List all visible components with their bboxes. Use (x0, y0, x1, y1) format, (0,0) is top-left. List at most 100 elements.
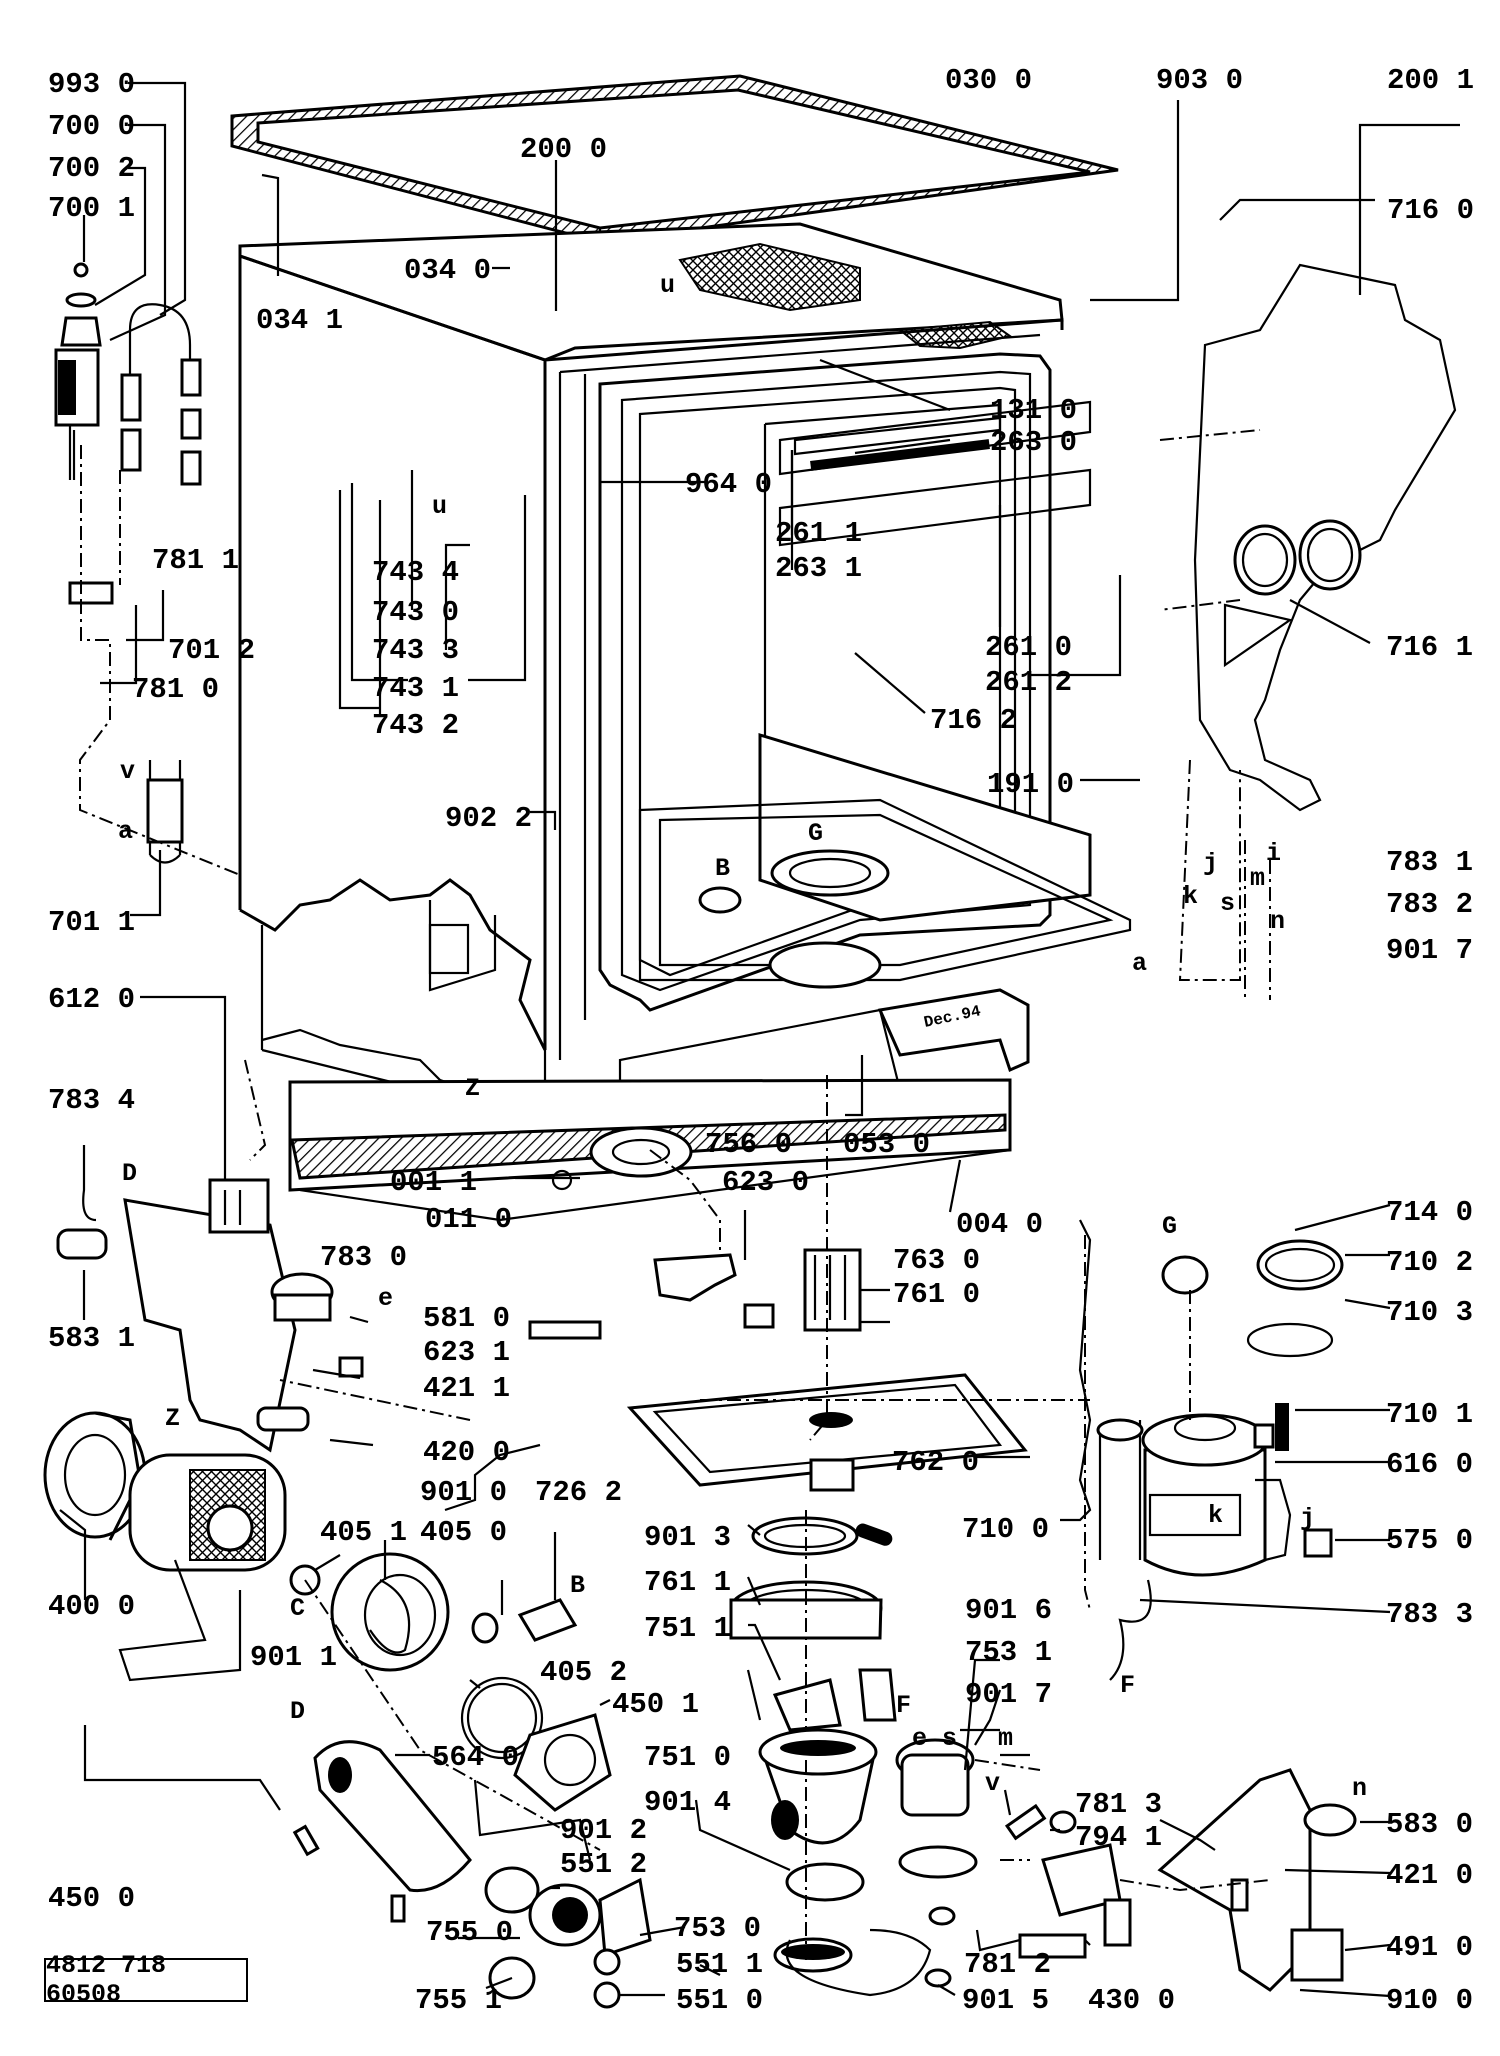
letter-e-valve: e (912, 1724, 927, 1753)
letter-k-softener: k (1208, 1501, 1223, 1530)
letter-m-valve: m (998, 1724, 1013, 1753)
letter-d-sensor: D (122, 1159, 137, 1188)
label-261-1: 261 1 (775, 517, 862, 550)
letter-j-panel: j (1203, 849, 1218, 878)
label-756-0: 756 0 (705, 1128, 792, 1161)
letter-u-top: u (660, 271, 675, 300)
label-901-7-upper: 901 7 (1386, 934, 1473, 967)
label-263-0: 263 0 (990, 426, 1077, 459)
label-901-2: 901 2 (560, 1814, 647, 1847)
label-901-5: 901 5 (962, 1984, 1049, 2017)
label-993-0: 993 0 (48, 68, 135, 101)
label-700-2: 700 2 (48, 152, 135, 185)
letter-a-right: a (1132, 949, 1147, 978)
label-783-3: 783 3 (1386, 1598, 1473, 1631)
letter-d-pump: D (290, 1697, 305, 1726)
label-575-0: 575 0 (1386, 1524, 1473, 1557)
label-261-0: 261 0 (985, 631, 1072, 664)
label-131-0: 131 0 (990, 394, 1077, 427)
label-781-1: 781 1 (152, 544, 239, 577)
label-901-3: 901 3 (644, 1521, 731, 1554)
label-902-2: 902 2 (445, 802, 532, 835)
label-743-3: 743 3 (372, 634, 459, 667)
label-726-2: 726 2 (535, 1476, 622, 1509)
letter-e-switch: e (378, 1284, 393, 1313)
label-191-0: 191 0 (987, 768, 1074, 801)
label-430-0: 430 0 (1088, 1984, 1175, 2017)
label-564-0: 564 0 (432, 1741, 519, 1774)
letter-u-lower: u (432, 492, 447, 521)
drain-hose-assembly (292, 1740, 652, 2009)
heating-element-assembly (54, 262, 202, 864)
label-762-0: 762 0 (892, 1446, 979, 1479)
label-751-1: 751 1 (644, 1612, 731, 1645)
label-004-0: 004 0 (956, 1208, 1043, 1241)
label-263-1: 263 1 (775, 552, 862, 585)
label-450-0: 450 0 (48, 1882, 135, 1915)
label-743-0: 743 0 (372, 596, 459, 629)
label-743-1: 743 1 (372, 672, 459, 705)
sump-and-filter-assembly (288, 1078, 1132, 1997)
letter-v-left: v (120, 757, 135, 786)
label-623-0: 623 0 (722, 1166, 809, 1199)
letter-k-panel: k (1183, 882, 1198, 911)
label-753-0: 753 0 (674, 1912, 761, 1945)
letter-n-bracket: n (1352, 1774, 1367, 1803)
motor-assembly (43, 1411, 612, 1812)
label-405-0: 405 0 (420, 1516, 507, 1549)
letter-s-panel: s (1220, 889, 1235, 918)
label-743-2: 743 2 (372, 709, 459, 742)
label-755-0: 755 0 (426, 1916, 513, 1949)
label-781-2: 781 2 (964, 1948, 1051, 1981)
label-034-0: 034 0 (404, 254, 491, 287)
letter-s-valve: s (942, 1724, 957, 1753)
label-716-1: 716 1 (1386, 631, 1473, 664)
label-903-0: 903 0 (1156, 64, 1243, 97)
label-701-1: 701 1 (48, 906, 135, 939)
letter-j-softener: j (1300, 1504, 1315, 1533)
label-200-0: 200 0 (520, 133, 607, 166)
label-901-4: 901 4 (644, 1786, 731, 1819)
top-panel (230, 74, 1119, 244)
label-763-0: 763 0 (893, 1244, 980, 1277)
label-491-0: 491 0 (1386, 1931, 1473, 1964)
letter-z-base: Z (465, 1074, 480, 1103)
label-053-0: 053 0 (843, 1128, 930, 1161)
label-781-3: 781 3 (1075, 1788, 1162, 1821)
label-583-1: 583 1 (48, 1322, 135, 1355)
label-420-0: 420 0 (423, 1436, 510, 1469)
valve-bracket (1157, 1768, 1357, 1992)
label-714-0: 714 0 (1386, 1196, 1473, 1229)
label-551-0: 551 0 (676, 1984, 763, 2017)
label-421-1: 421 1 (423, 1372, 510, 1405)
letter-b-sump: B (715, 854, 730, 883)
label-700-1: 700 1 (48, 192, 135, 225)
label-701-2: 701 2 (168, 634, 255, 667)
label-581-0: 581 0 (423, 1302, 510, 1335)
label-901-6: 901 6 (965, 1594, 1052, 1627)
label-761-0: 761 0 (893, 1278, 980, 1311)
letter-g-softener: G (1162, 1212, 1177, 1241)
cabinet-frame: Dec.94 (238, 222, 1132, 1130)
label-011-0: 011 0 (425, 1203, 512, 1236)
connection-letters: u u v a a B B G G j j k k s s m m n n i … (118, 271, 1367, 1803)
label-901-7-lower: 901 7 (965, 1678, 1052, 1711)
label-901-0: 901 0 (420, 1476, 507, 1509)
label-716-0: 716 0 (1387, 194, 1474, 227)
label-551-2: 551 2 (560, 1848, 647, 1881)
label-400-0: 400 0 (48, 1590, 135, 1623)
label-551-1: 551 1 (676, 1948, 763, 1981)
label-710-2: 710 2 (1386, 1246, 1473, 1279)
label-261-2: 261 2 (985, 666, 1072, 699)
label-783-0: 783 0 (320, 1241, 407, 1274)
label-783-1: 783 1 (1386, 846, 1473, 879)
label-910-0: 910 0 (1386, 1984, 1473, 2017)
letter-m-panel: m (1250, 864, 1265, 893)
letter-f-hose: F (1120, 1671, 1135, 1700)
label-616-0: 616 0 (1386, 1448, 1473, 1481)
label-710-0: 710 0 (962, 1513, 1049, 1546)
label-700-0: 700 0 (48, 110, 135, 143)
letter-n-panel: n (1270, 907, 1285, 936)
document-number: 4812 718 60508 (44, 1951, 248, 2009)
